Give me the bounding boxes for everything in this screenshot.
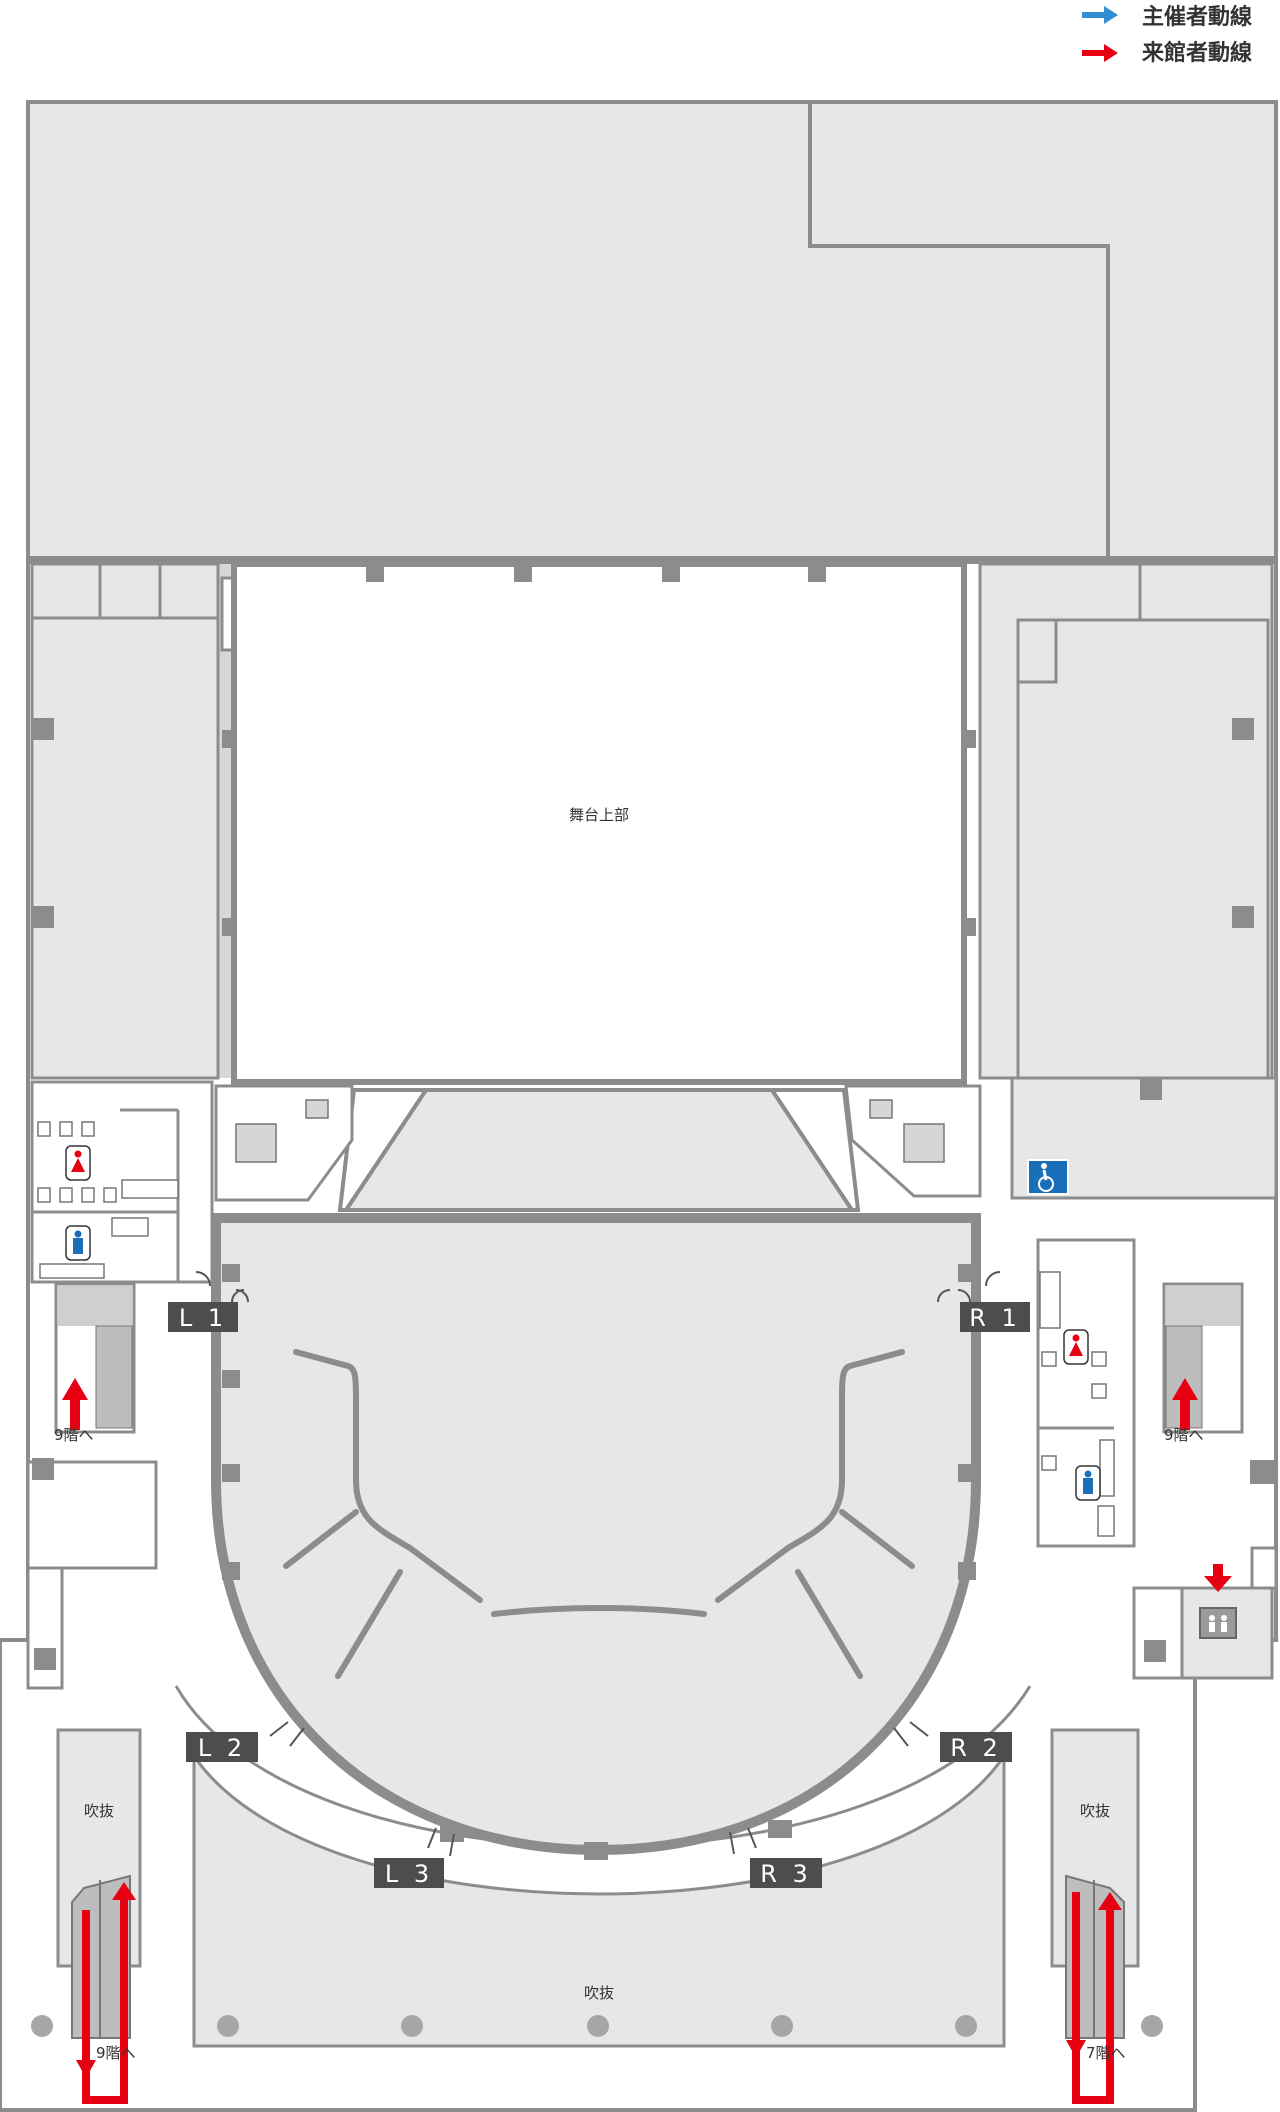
right-stair [1162,1282,1244,1434]
left-stair-label: 9階へ [54,1426,94,1444]
door-label-l2: L 2 [198,1734,246,1762]
legend: 主催者動線 来館者動線 [1082,4,1252,66]
door-label-r3: R 3 [760,1860,812,1888]
male-restroom-icon [1075,1465,1101,1501]
door-badge-l2: L 2 [186,1732,258,1762]
legend-organizer-label: 主催者動線 [1142,4,1252,30]
door-badge-r3: R 3 [750,1858,822,1888]
organizer-route-arrow-icon [1082,6,1118,24]
stage-upper-label: 舞台上部 [569,806,629,824]
left-escalator-route-icon [82,1892,128,2104]
right-escalator-label: 7階へ [1086,2044,1126,2062]
backstage-upper-block [26,100,1278,561]
legend-visitor-label: 来館者動線 [1141,40,1252,66]
seating-lines [283,1349,915,1679]
door-badge-r2: R 2 [940,1732,1012,1762]
left-restrooms [30,1080,214,1284]
stage-pillars [222,564,976,936]
male-restroom-icon [65,1225,91,1261]
female-restroom-icon [1063,1329,1089,1365]
door-label-l3: L 3 [385,1860,433,1888]
atrium-right-label: 吹抜 [1080,1802,1110,1820]
lower-atrium [192,1751,1006,2048]
door-label-l1: L 1 [179,1304,227,1332]
door-badge-l1: L 1 [168,1302,238,1332]
right-wing [978,562,1278,1200]
wheelchair-icon [1027,1159,1069,1195]
door-label-r2: R 2 [950,1734,1002,1762]
door-label-r1: R 1 [969,1304,1021,1332]
left-stair [54,1282,136,1434]
left-stair-up-arrow-icon [62,1378,88,1430]
elevator-icon [1199,1607,1237,1639]
atrium-bottom-label: 吹抜 [584,1984,614,2002]
atrium-left-label: 吹抜 [84,1802,114,1820]
female-restroom-icon [65,1145,91,1181]
door-badge-l3: L 3 [374,1858,444,1888]
visitor-route-down-arrow-icon [1204,1564,1232,1592]
stage-upper-area [231,561,967,1085]
right-stair-up-arrow-icon [1172,1378,1198,1430]
left-escalator-label: 9階へ [96,2044,136,2062]
right-stair-label: 9階へ [1164,1426,1204,1444]
visitor-route-arrow-icon [1082,44,1118,62]
door-badge-r1: R 1 [960,1302,1030,1332]
right-escalator-route-icon [1072,1892,1114,2104]
round-columns [31,2015,1163,2037]
